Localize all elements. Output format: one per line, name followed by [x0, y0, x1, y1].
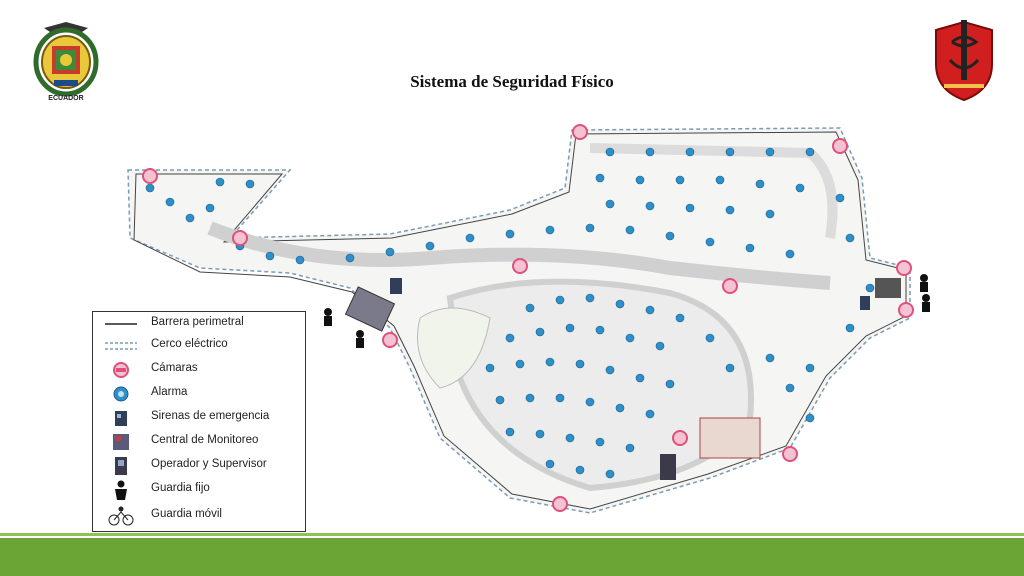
footer-bar: [0, 538, 1024, 576]
operator-station: [660, 454, 676, 480]
siren-right: [860, 296, 870, 310]
dashed-line-icon: [105, 342, 137, 350]
legend-label: Guardia móvil: [151, 508, 222, 520]
page-title: Sistema de Seguridad Físico: [410, 72, 614, 91]
alarm-icon: [113, 386, 129, 402]
legend-label: Central de Monitoreo: [151, 434, 259, 446]
legend-item: Central de Monitoreo: [93, 432, 305, 452]
ecuador-coat-of-arms-icon: ECUADOR: [33, 22, 99, 102]
legend-label: Barrera perimetral: [151, 316, 244, 328]
legend-item: Barrera perimetral: [93, 314, 305, 334]
legend-label: Guardia fijo: [151, 482, 210, 494]
legend-item: Alarma: [93, 384, 305, 404]
camera-icon: [113, 362, 129, 378]
mobile-guard-icon: [108, 506, 134, 526]
operator-icon: [115, 457, 127, 475]
siren-icon: [115, 411, 127, 426]
legend-item: Sirenas de emergencia: [93, 408, 305, 428]
alarm-markers: [145, 147, 875, 479]
site-security-map: [127, 124, 930, 514]
legend-item: Cerco eléctrico: [93, 336, 305, 356]
legend: Barrera perimetral Cerco eléctrico Cámar…: [92, 311, 306, 532]
red-shield-emblem-icon: [935, 20, 993, 102]
legend-item: Operador y Supervisor: [93, 456, 305, 476]
green-area: [417, 307, 491, 389]
monitoring-center-left: [344, 286, 396, 332]
main-road: [207, 221, 831, 290]
footer-accent-line: [0, 533, 1024, 536]
legend-label: Cerco eléctrico: [151, 338, 228, 350]
legend-label: Operador y Supervisor: [151, 458, 267, 470]
legend-item: Guardia fijo: [93, 480, 305, 500]
legend-label: Alarma: [151, 386, 188, 398]
legend-item: Cámaras: [93, 360, 305, 380]
siren-left: [390, 278, 402, 294]
logo-caption: ECUADOR: [48, 95, 83, 102]
solid-line-icon: [105, 323, 137, 325]
monitoring-center-icon: [113, 434, 129, 450]
fixed-guard-markers: [324, 274, 930, 348]
camera-markers: [142, 124, 914, 512]
guard-icon: [115, 480, 127, 500]
legend-item: Guardia móvil: [93, 506, 305, 526]
building-block: [699, 417, 761, 459]
monitoring-center-right: [875, 278, 901, 298]
legend-label: Sirenas de emergencia: [151, 410, 270, 422]
legend-label: Cámaras: [151, 362, 198, 374]
